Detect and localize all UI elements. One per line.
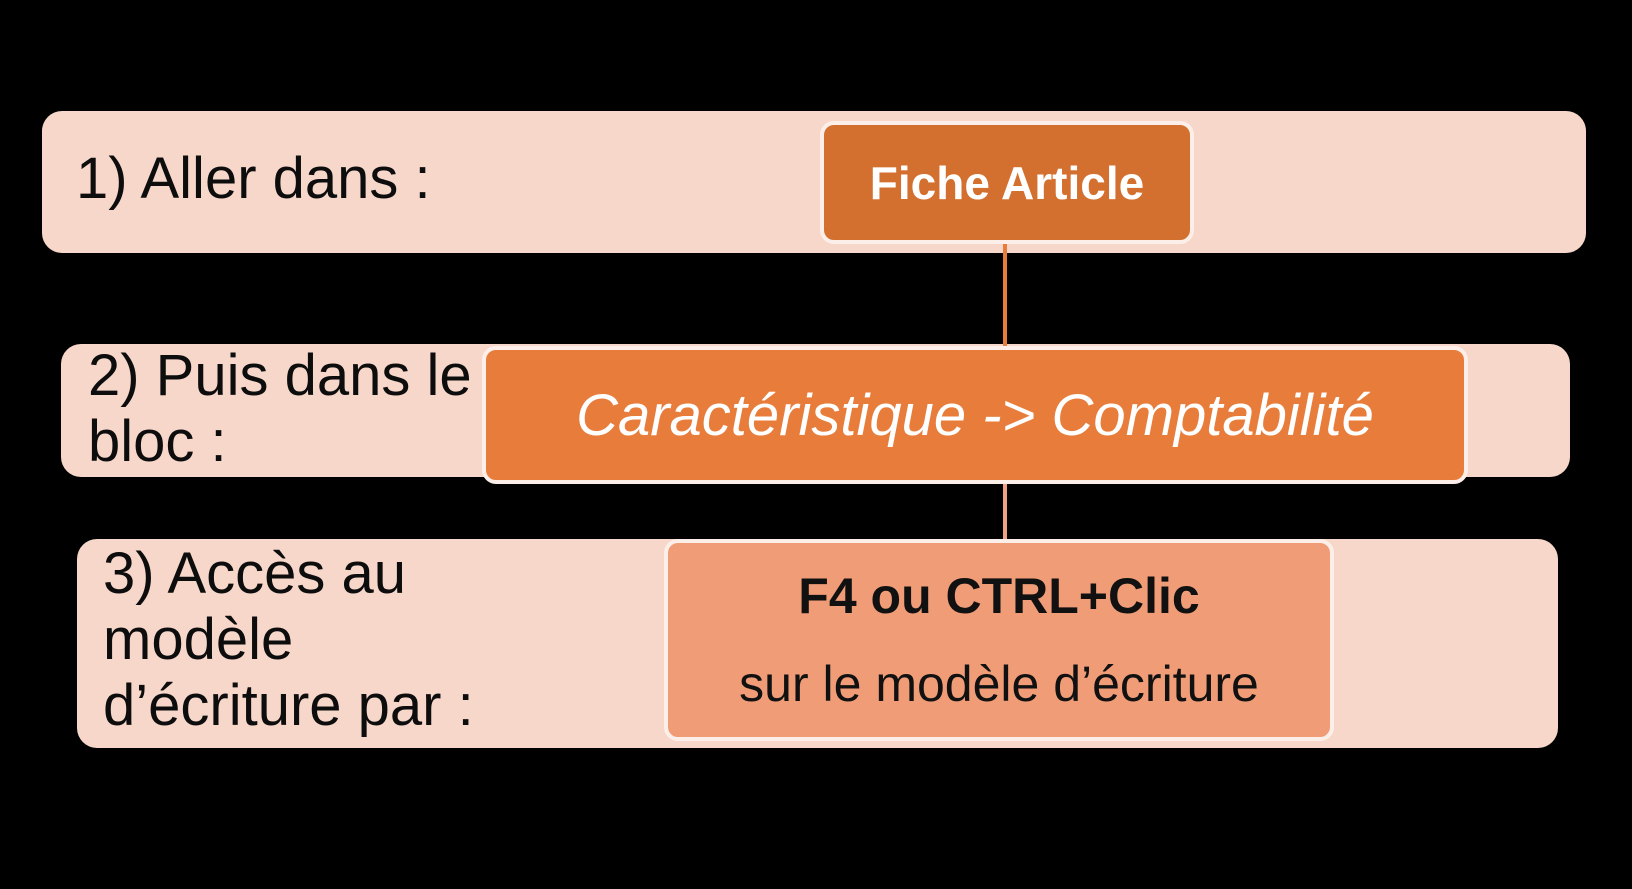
step3-label: 3) Accès au modèle d’écriture par : xyxy=(103,541,474,739)
step3-node-f4-ctrl-clic: F4 ou CTRL+Clic sur le modèle d’écriture xyxy=(664,539,1334,741)
step2-node-text: Caractéristique -> Comptabilité xyxy=(576,382,1374,448)
step1-node-fiche-article: Fiche Article xyxy=(820,121,1194,244)
step2-label-line: 2) Puis dans le xyxy=(88,343,472,408)
step3-label-line: d’écriture par : xyxy=(103,673,474,738)
step3-node-shortcut-text: F4 ou CTRL+Clic xyxy=(798,568,1200,624)
step1-node-text: Fiche Article xyxy=(869,156,1145,209)
step3-label-line: 3) Accès au xyxy=(103,541,407,606)
step2-label: 2) Puis dans le bloc : xyxy=(88,343,472,475)
step3-node-target-text: sur le modèle d’écriture xyxy=(739,656,1259,712)
step1-label: 1) Aller dans : xyxy=(76,146,431,212)
step1-label-line: 1) Aller dans : xyxy=(76,146,431,211)
step3-label-line: modèle xyxy=(103,607,294,672)
connector-step2-step3 xyxy=(1003,484,1007,541)
step1-band xyxy=(42,111,1586,253)
step2-node-caracteristique-comptabilite: Caractéristique -> Comptabilité xyxy=(482,346,1468,484)
connector-step1-step2 xyxy=(1003,244,1007,348)
step2-label-line: bloc : xyxy=(88,409,227,474)
